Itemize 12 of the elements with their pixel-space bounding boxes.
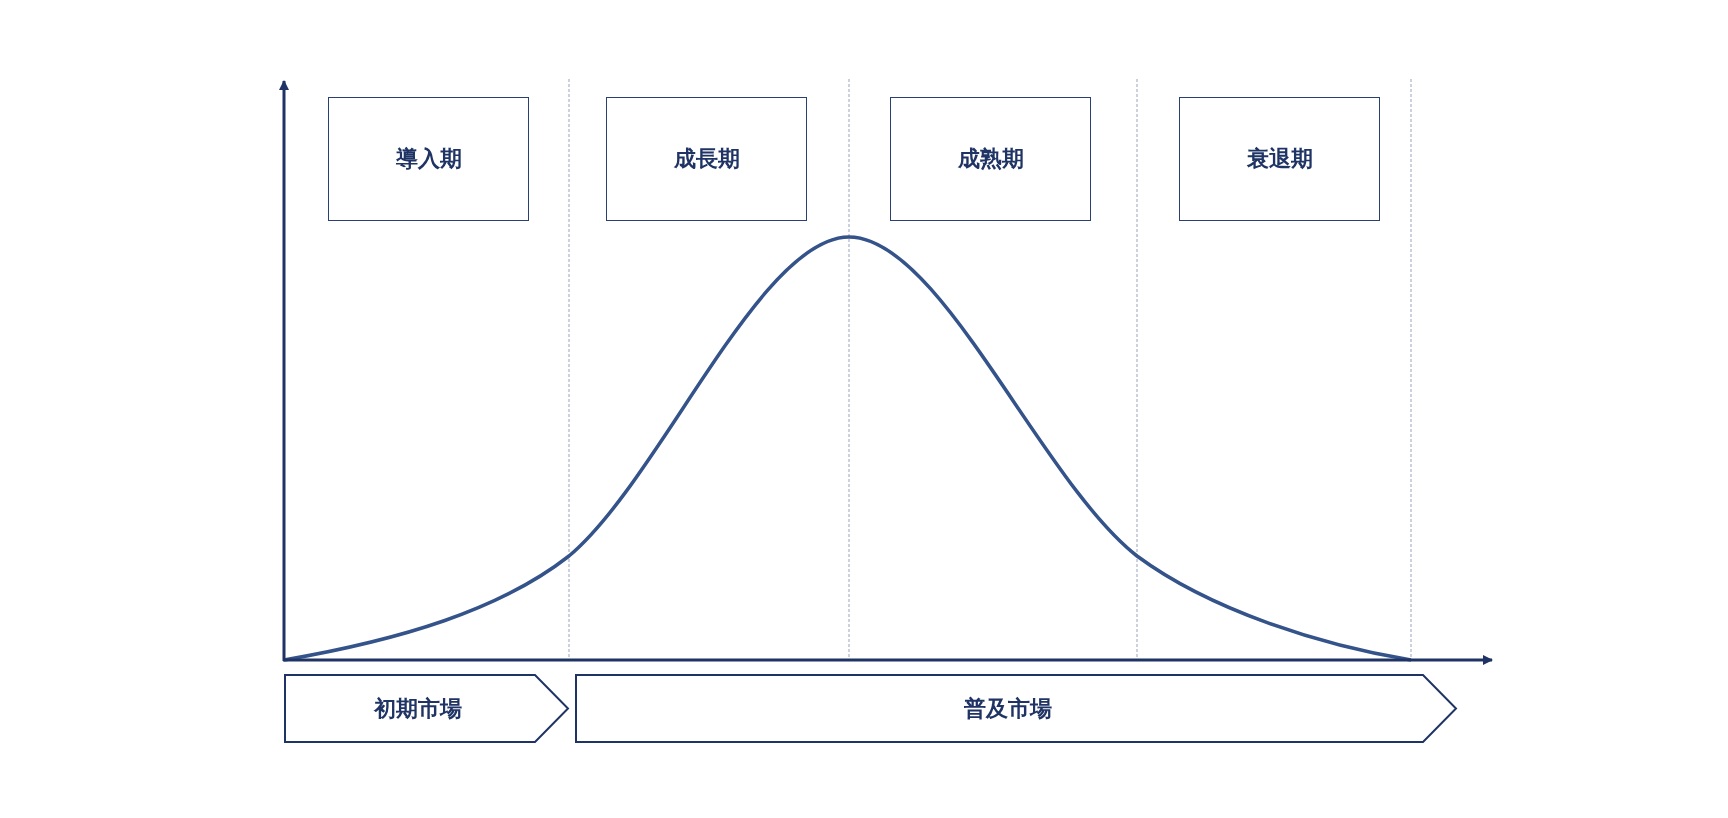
market-label: 普及市場 xyxy=(963,694,1052,723)
stage-label: 導入期 xyxy=(395,145,462,173)
chevron-shape xyxy=(284,674,569,743)
stage-box xyxy=(890,97,1091,221)
stage-label: 成長期 xyxy=(673,145,740,173)
market-label: 初期市場 xyxy=(374,694,462,723)
stage-box xyxy=(1179,97,1380,221)
stage-label: 成熟期 xyxy=(957,145,1024,173)
stage-box xyxy=(328,97,529,221)
chevron-shape xyxy=(575,674,1457,743)
stage-box xyxy=(606,97,807,221)
stage-label: 衰退期 xyxy=(1246,145,1313,173)
